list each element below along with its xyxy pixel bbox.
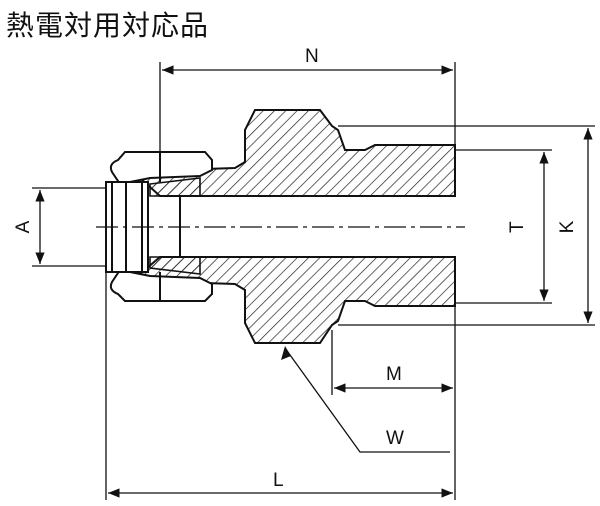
w-leader-arrow (281, 346, 291, 360)
dimension-lines (32, 62, 595, 500)
label-t: T (507, 221, 528, 233)
body-section (137, 109, 456, 344)
label-l: L (273, 470, 284, 491)
label-w: W (386, 428, 404, 449)
label-m: M (386, 364, 402, 385)
ferrule (149, 177, 201, 275)
drawing-title: 熱電対用対応品 (6, 9, 210, 42)
label-a: A (13, 220, 34, 233)
label-n: N (305, 46, 319, 67)
label-k: K (557, 220, 578, 233)
